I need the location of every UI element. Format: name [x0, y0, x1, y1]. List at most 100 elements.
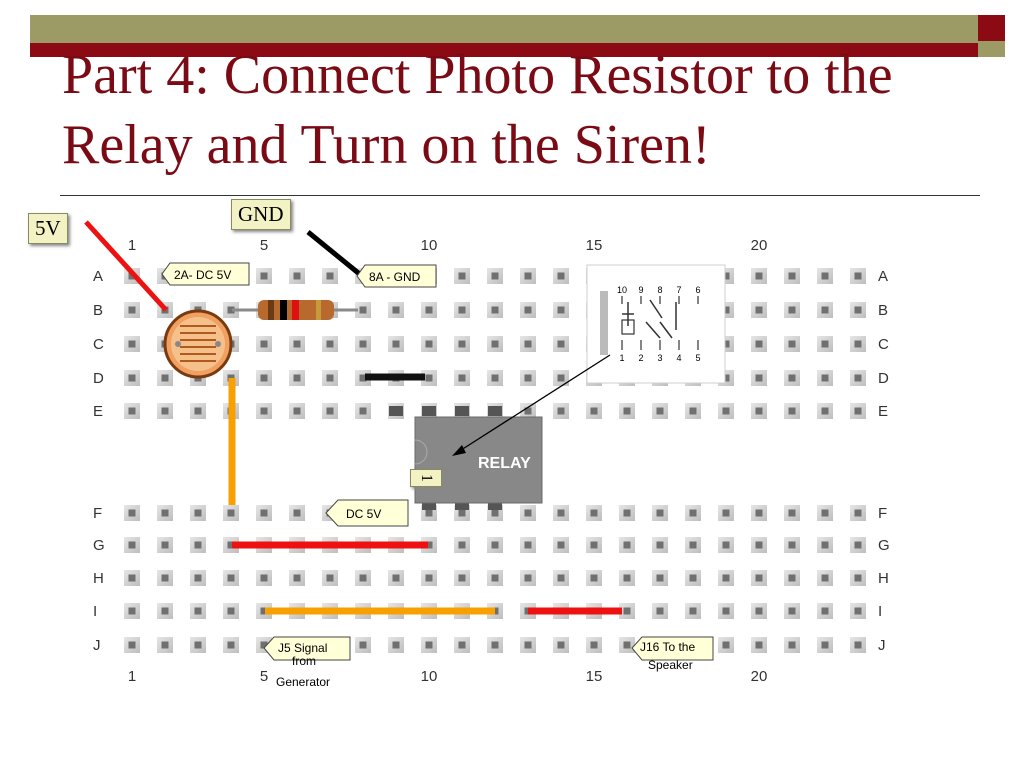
relay-pin [455, 500, 469, 510]
column-number: 5 [260, 237, 268, 254]
relay-pin-number: 3 [657, 353, 662, 363]
row-letter: G [93, 537, 105, 554]
corner-block-olive [978, 41, 1005, 57]
breadboard-hole [256, 505, 272, 521]
breadboard-hole [223, 603, 239, 619]
breadboard-hole [421, 336, 437, 352]
row-letter: H [878, 570, 889, 587]
breadboard-hole [388, 302, 404, 318]
relay-pin-number: 5 [695, 353, 700, 363]
relay-pin-number: 4 [676, 353, 681, 363]
breadboard-hole [256, 370, 272, 386]
breadboard-hole [685, 603, 701, 619]
breadboard-hole [850, 268, 866, 284]
column-number: 1 [128, 668, 136, 685]
breadboard-hole [157, 537, 173, 553]
breadboard-hole [553, 370, 569, 386]
row-letter: A [878, 268, 888, 285]
breadboard-hole [751, 370, 767, 386]
column-number: 15 [586, 237, 603, 254]
label-dc5v-top: 2A- DC 5V [161, 262, 250, 286]
callout-5v: 5V [28, 213, 68, 244]
row-letter: E [878, 403, 888, 420]
breadboard-hole [553, 268, 569, 284]
resistor [232, 300, 358, 320]
row-letter: D [878, 370, 889, 387]
breadboard-hole [157, 603, 173, 619]
breadboard-hole [487, 302, 503, 318]
row-letter: B [93, 302, 103, 319]
svg-text:Speaker: Speaker [648, 658, 693, 672]
relay-pin [422, 500, 436, 510]
breadboard-hole [520, 570, 536, 586]
breadboard-hole [190, 403, 206, 419]
breadboard-hole [784, 268, 800, 284]
breadboard-hole [817, 637, 833, 653]
row-letter: E [93, 403, 103, 420]
breadboard-hole [487, 268, 503, 284]
breadboard-hole [850, 505, 866, 521]
breadboard-hole [619, 570, 635, 586]
breadboard-hole [256, 603, 272, 619]
breadboard-hole [157, 637, 173, 653]
breadboard-hole [454, 370, 470, 386]
breadboard-hole [784, 336, 800, 352]
breadboard-hole [784, 370, 800, 386]
header-bar [30, 15, 978, 43]
breadboard-hole [619, 505, 635, 521]
breadboard-hole [553, 537, 569, 553]
breadboard-hole [355, 403, 371, 419]
breadboard-hole [784, 505, 800, 521]
breadboard-hole [454, 336, 470, 352]
relay-pin-number: 8 [657, 285, 662, 295]
breadboard-hole [256, 268, 272, 284]
row-letter: D [93, 370, 104, 387]
breadboard-hole [289, 505, 305, 521]
breadboard-hole [487, 637, 503, 653]
breadboard-hole [190, 637, 206, 653]
row-letter: I [878, 603, 882, 620]
breadboard-hole [322, 570, 338, 586]
breadboard-hole [817, 302, 833, 318]
breadboard-hole [421, 570, 437, 586]
column-number: 20 [751, 668, 768, 685]
breadboard-hole [289, 268, 305, 284]
breadboard-hole [355, 570, 371, 586]
breadboard-hole [223, 302, 239, 318]
slide-title: Part 4: Connect Photo Resistor to the Re… [62, 44, 893, 176]
breadboard-hole [190, 537, 206, 553]
breadboard-hole [124, 403, 140, 419]
relay-label: RELAY [478, 455, 531, 472]
breadboard-hole [619, 403, 635, 419]
svg-text:from: from [292, 654, 316, 668]
breadboard-hole [454, 537, 470, 553]
breadboard-hole [454, 268, 470, 284]
breadboard-hole [718, 505, 734, 521]
breadboard-hole [817, 336, 833, 352]
header-accent-line [30, 43, 978, 57]
breadboard-hole [487, 370, 503, 386]
breadboard-hole [751, 268, 767, 284]
breadboard-hole [322, 268, 338, 284]
breadboard-hole [454, 570, 470, 586]
breadboard-hole [487, 336, 503, 352]
relay-pin-number: 1 [619, 353, 624, 363]
photoresistor [163, 309, 233, 379]
relay-pin [488, 500, 502, 510]
row-letter: B [878, 302, 888, 319]
breadboard-hole [619, 603, 635, 619]
breadboard-hole [784, 603, 800, 619]
breadboard-hole [322, 370, 338, 386]
relay-pin-number: 9 [638, 285, 643, 295]
relay-pin [488, 406, 502, 416]
breadboard-hole [586, 505, 602, 521]
breadboard-hole [817, 537, 833, 553]
breadboard-hole [685, 505, 701, 521]
breadboard-hole [751, 505, 767, 521]
breadboard-hole [553, 403, 569, 419]
breadboard-hole [751, 403, 767, 419]
breadboard-hole [817, 570, 833, 586]
